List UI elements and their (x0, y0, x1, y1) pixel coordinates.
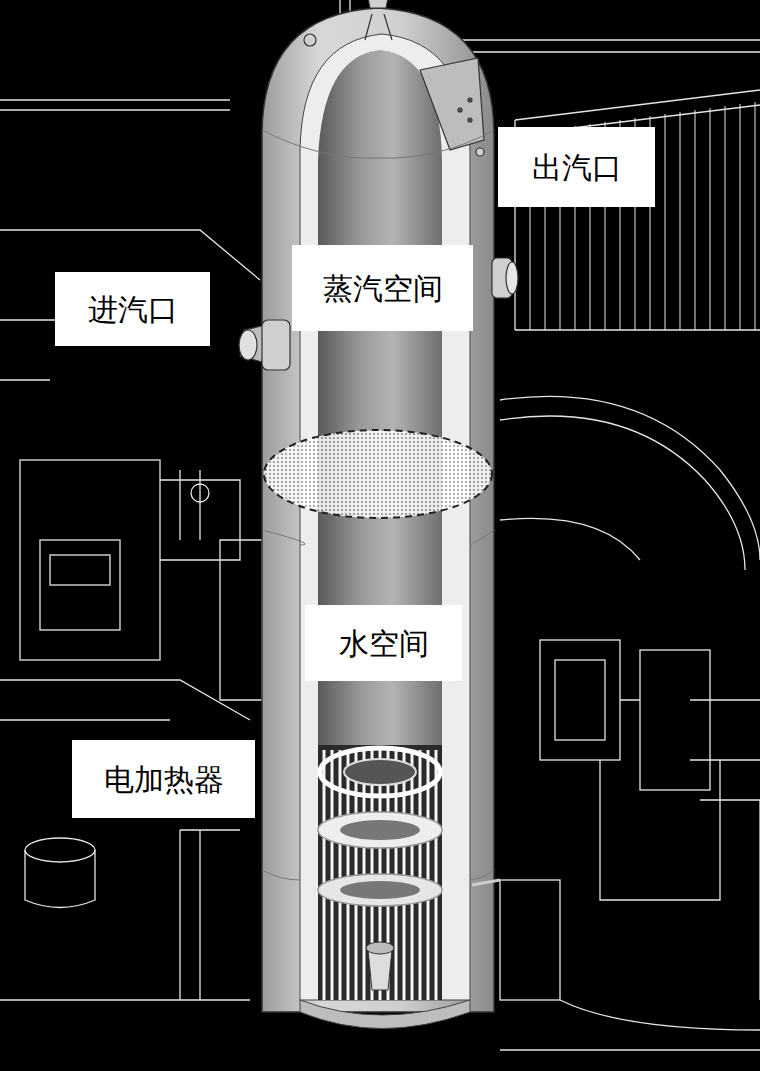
label-box: 出汽口 (498, 127, 655, 207)
label-box: 电加热器 (72, 740, 255, 818)
part-label: 进汽口 (88, 293, 178, 326)
part-label: 蒸汽空间 (323, 272, 443, 305)
inner-wall (318, 50, 442, 1000)
pressurizer-shell (262, 8, 494, 1012)
label-box: 水空间 (305, 605, 462, 681)
label-box: 进汽口 (55, 272, 210, 346)
part-label: 出汽口 (532, 151, 622, 184)
part-label: 电加热器 (104, 763, 224, 796)
part-label: 水空间 (339, 627, 429, 660)
label-box: 蒸汽空间 (292, 245, 473, 331)
water-level-surface (264, 430, 492, 518)
electric-heater-bundle (300, 745, 470, 1029)
